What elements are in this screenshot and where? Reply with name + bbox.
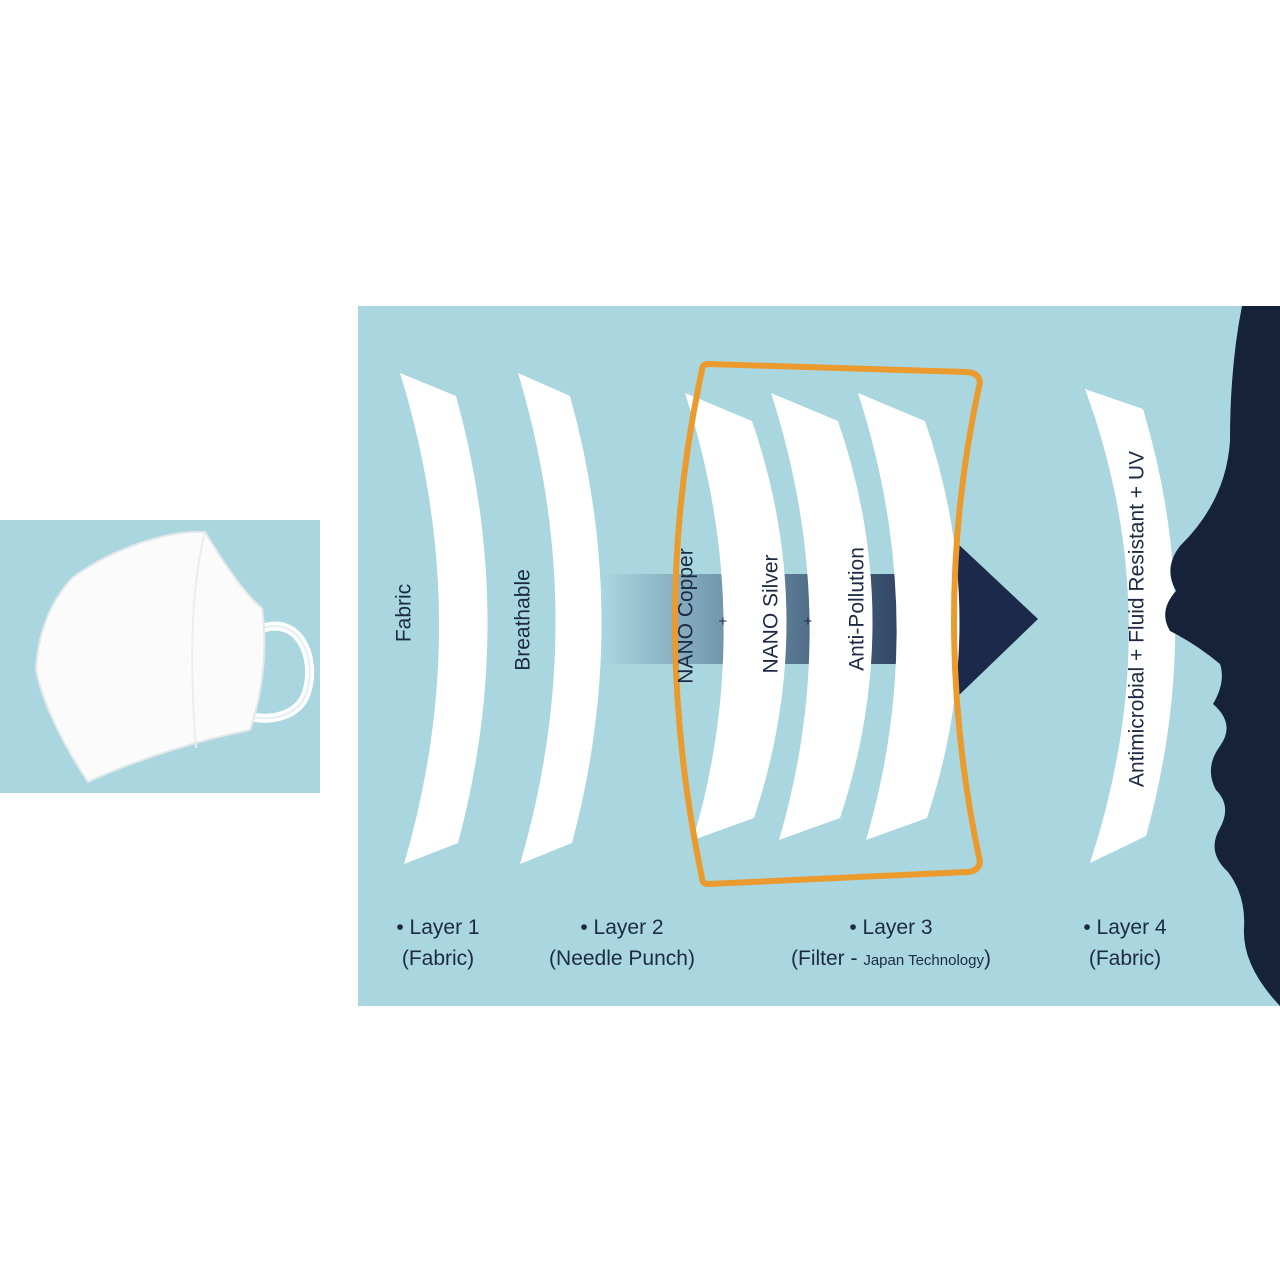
band-label-nano-copper: NANO Copper bbox=[675, 548, 698, 683]
band-label-breathable: Breathable bbox=[512, 569, 535, 671]
layer-3-title: • Layer 3 bbox=[849, 916, 932, 939]
face-mask-icon bbox=[34, 530, 315, 784]
mask-layers-diagram: Fabric Breathable NANO Copper NANO Silve… bbox=[358, 306, 1280, 1006]
layer-3-detail-prefix: (Filter - bbox=[791, 947, 863, 970]
plus-sign-copper-silver: + bbox=[715, 616, 732, 625]
layer-1-detail: (Fabric) bbox=[402, 947, 474, 970]
mask-layer-bands bbox=[400, 373, 1176, 864]
band-nano-silver bbox=[771, 393, 873, 840]
band-label-fabric: Fabric bbox=[393, 584, 416, 642]
layer-4-title: • Layer 4 bbox=[1083, 916, 1167, 939]
band-inner-layer bbox=[1085, 389, 1176, 863]
band-anti-pollution bbox=[858, 393, 960, 840]
layer-3-detail: (Filter - Japan Technology) bbox=[791, 947, 991, 970]
layer-1-title: • Layer 1 bbox=[396, 916, 479, 939]
band-label-anti-pollution: Anti-Pollution bbox=[846, 547, 869, 671]
filter-layer-outline bbox=[672, 360, 984, 888]
plus-sign-silver-pollution: + bbox=[800, 616, 817, 625]
band-label-nano-silver: NANO Silver bbox=[760, 554, 783, 673]
mask-photo-panel bbox=[0, 520, 320, 793]
face-silhouette-icon bbox=[1165, 306, 1280, 1006]
layer-2-detail: (Needle Punch) bbox=[549, 947, 695, 970]
band-label-inner-layer: Antimicrobial + Fluid Resistant + UV bbox=[1126, 451, 1149, 787]
layer-3-detail-suffix: ) bbox=[984, 947, 991, 970]
layer-4-detail: (Fabric) bbox=[1089, 947, 1161, 970]
band-fabric bbox=[400, 373, 488, 864]
layer-3-detail-small: Japan Technology bbox=[863, 952, 984, 969]
band-breathable bbox=[518, 373, 602, 864]
layer-2-title: • Layer 2 bbox=[580, 916, 663, 939]
band-nano-copper bbox=[685, 393, 787, 840]
